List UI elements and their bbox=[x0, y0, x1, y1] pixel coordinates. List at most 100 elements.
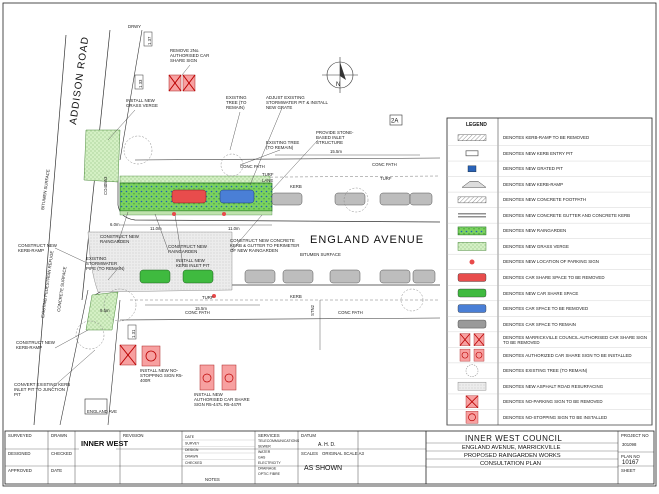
pole-id-label: CO40553 bbox=[103, 176, 108, 195]
legend-row: DENOTES NEW KERB ENTRY PIT bbox=[447, 150, 652, 162]
no-parking-icon bbox=[465, 395, 479, 408]
legend-label: DENOTES NO-PARKING SIGN TO BE REMOVED bbox=[503, 399, 603, 404]
share-sign-icon bbox=[459, 348, 485, 362]
service-item: TELECOMMUNICATIONS bbox=[258, 439, 300, 443]
pit-rect-icon bbox=[465, 150, 479, 157]
grass-verge-north bbox=[83, 129, 121, 183]
no-stopping-icon bbox=[465, 411, 479, 424]
signs-to-remove bbox=[119, 74, 196, 366]
project-number: 301098 bbox=[622, 442, 637, 447]
callout-remove-signs: REMOVE 2No. AUTHORISED CAR SHARE SIGN bbox=[170, 48, 209, 63]
legend-label: DENOTES NEW LOCATION OF PARKING SIGN bbox=[503, 260, 599, 265]
addison-property-line bbox=[119, 29, 143, 161]
callout-kerb-ramp-1: CONSTRUCT NEW KERB-RAMP bbox=[18, 243, 57, 253]
notes-row: DRAWN bbox=[185, 455, 199, 459]
car-space-remain-4 bbox=[409, 192, 433, 206]
tb-label-services: SERVICES bbox=[258, 433, 280, 438]
legend-label: DENOTES EXISTING TREE (TO REMAIN) bbox=[503, 368, 587, 373]
england-ave-sign-text: ENGLAND AVE bbox=[87, 409, 117, 414]
section-marker-131 bbox=[127, 324, 137, 340]
dimension-label-6: 9.5m bbox=[100, 308, 110, 313]
tree-1 bbox=[123, 135, 153, 165]
car-space-remain-2 bbox=[334, 192, 366, 206]
station-label: STN2 bbox=[310, 304, 315, 316]
addison-road-edge-west bbox=[33, 34, 67, 426]
dimension-label-3: 15.5m bbox=[330, 149, 342, 154]
grass-verge-strip bbox=[119, 175, 271, 184]
tb-label-designed: DESIGNED bbox=[8, 451, 30, 456]
legend-row: DENOTES NEW GRASS VERGE bbox=[447, 242, 652, 255]
leader-lines bbox=[51, 64, 321, 389]
tree-6 bbox=[400, 288, 424, 312]
notes-row: SURVEY bbox=[185, 442, 200, 446]
legend-row: DENOTES CAR SHARE SPACE TO BE REMOVED bbox=[447, 273, 652, 286]
sign-location-2 bbox=[222, 212, 226, 216]
car-icon bbox=[457, 288, 487, 298]
service-item: WATER bbox=[258, 450, 271, 454]
tb-label-sheet: SHEET bbox=[621, 468, 636, 473]
raingarden-icon bbox=[457, 226, 487, 236]
tb-label-checked: CHECKED bbox=[51, 451, 72, 456]
legend-label: DENOTES MARRICKVILLE COUNCIL AUTHORISED … bbox=[503, 335, 647, 345]
signs-to-install bbox=[141, 212, 237, 391]
tb-label-date: DATE bbox=[51, 468, 62, 473]
callout-share-signs: INSTALL NEW AUTHORISED CAR SHARE SIGN R5… bbox=[194, 392, 250, 407]
service-item: SEWER bbox=[258, 445, 271, 449]
service-item: OPTIC FIBRE bbox=[258, 472, 281, 476]
council-name: INNER WEST COUNCIL bbox=[465, 434, 562, 443]
car-space-remain-7 bbox=[329, 269, 361, 284]
section-137-label: 1.37 bbox=[147, 36, 152, 45]
legend-label: DENOTES NEW CAR SHARE SPACE bbox=[503, 291, 578, 296]
dimension-label-1: 11.0m bbox=[150, 226, 162, 231]
legend-row: DENOTES NO-PARKING SIGN TO BE REMOVED bbox=[447, 395, 652, 410]
conc-path-label-3: CONC PATH bbox=[185, 310, 210, 315]
legend-row: DENOTES AUTHORIZED CAR SHARE SIGN TO BE … bbox=[447, 348, 652, 364]
callout-inlet-pit: INSTALL NEW KERB INLET PIT bbox=[176, 258, 210, 268]
tree-3 bbox=[103, 288, 137, 322]
car-icon bbox=[457, 319, 487, 329]
existing-trees bbox=[75, 135, 424, 350]
tb-label-surveyed: SURVEYED bbox=[8, 433, 32, 438]
plan-number: 10167 bbox=[622, 460, 639, 466]
bitumen-surface-label: BITUMEN SURFACE bbox=[300, 252, 341, 257]
services-rows: TELECOMMUNICATIONSSEWERWATERGASELECTRICI… bbox=[258, 439, 300, 476]
callout-stormwater-pipe: EXISTING STORMWATER PIPE (TO REMAIN) bbox=[86, 256, 124, 271]
callout-new-verge: INSTALL NEW GRASS VERGE bbox=[126, 98, 158, 108]
north-arrow bbox=[322, 57, 358, 93]
legend-row: DENOTES CAR SPACE TO BE REMOVED bbox=[447, 304, 652, 317]
section-131-label: 1.31 bbox=[131, 329, 136, 338]
car-share-space-new-2 bbox=[182, 269, 214, 284]
turf-label-3: TURF bbox=[202, 295, 214, 300]
raingarden-gutter bbox=[119, 210, 273, 216]
scale-value: AS SHOWN bbox=[304, 465, 342, 472]
tb-label-project: PROJECT NO bbox=[621, 433, 649, 438]
section-marker-133 bbox=[134, 74, 144, 90]
crossed-sign-icon bbox=[459, 333, 485, 346]
legend-row: DENOTES EXISTING TREE (TO REMAIN) bbox=[447, 364, 652, 379]
grass-verge-icon bbox=[457, 242, 487, 251]
legend-label: DENOTES NEW CONCRETE GUTTER AND CONCRETE… bbox=[503, 213, 630, 218]
kerb-label-1: KERB bbox=[290, 184, 302, 189]
tb-label-scales: SCALES bbox=[301, 451, 318, 456]
car-share-space-new-1 bbox=[139, 269, 171, 284]
car-share-sign-new-2 bbox=[221, 364, 237, 391]
section-2a-label: 2A bbox=[391, 119, 398, 125]
hatch-rect-icon bbox=[457, 134, 487, 141]
tb-label-drawn: DRAWN bbox=[51, 433, 67, 438]
grated-pit-icon bbox=[467, 165, 477, 173]
driveway-label: DRWY bbox=[128, 24, 141, 29]
pedestrian-refuge-label: EXISTING PEDESTRIAN REFUGE bbox=[40, 250, 54, 318]
car-share-sign-new-1 bbox=[199, 364, 215, 391]
legend-row: DENOTES NEW RAINGARDEN bbox=[447, 226, 652, 239]
logo-text: INNER WEST bbox=[81, 439, 129, 448]
legend-label: DENOTES CAR SHARE SPACE TO BE REMOVED bbox=[503, 275, 605, 280]
turf-label-1: TURF bbox=[262, 172, 274, 177]
legend-label: DENOTES AUTHORIZED CAR SHARE SIGN TO BE … bbox=[503, 353, 632, 358]
title-block: INNER WEST SURVEYED DESIGNED APPROVED DR… bbox=[4, 430, 655, 485]
car-space-remain-1 bbox=[271, 192, 303, 206]
tree-4 bbox=[75, 320, 105, 350]
notes-row: DESIGN bbox=[185, 448, 199, 452]
concrete-surface-label: CONCRETE SURFACE bbox=[56, 266, 67, 312]
legend-label: DENOTES NEW KERB ENTRY PIT bbox=[503, 151, 573, 156]
